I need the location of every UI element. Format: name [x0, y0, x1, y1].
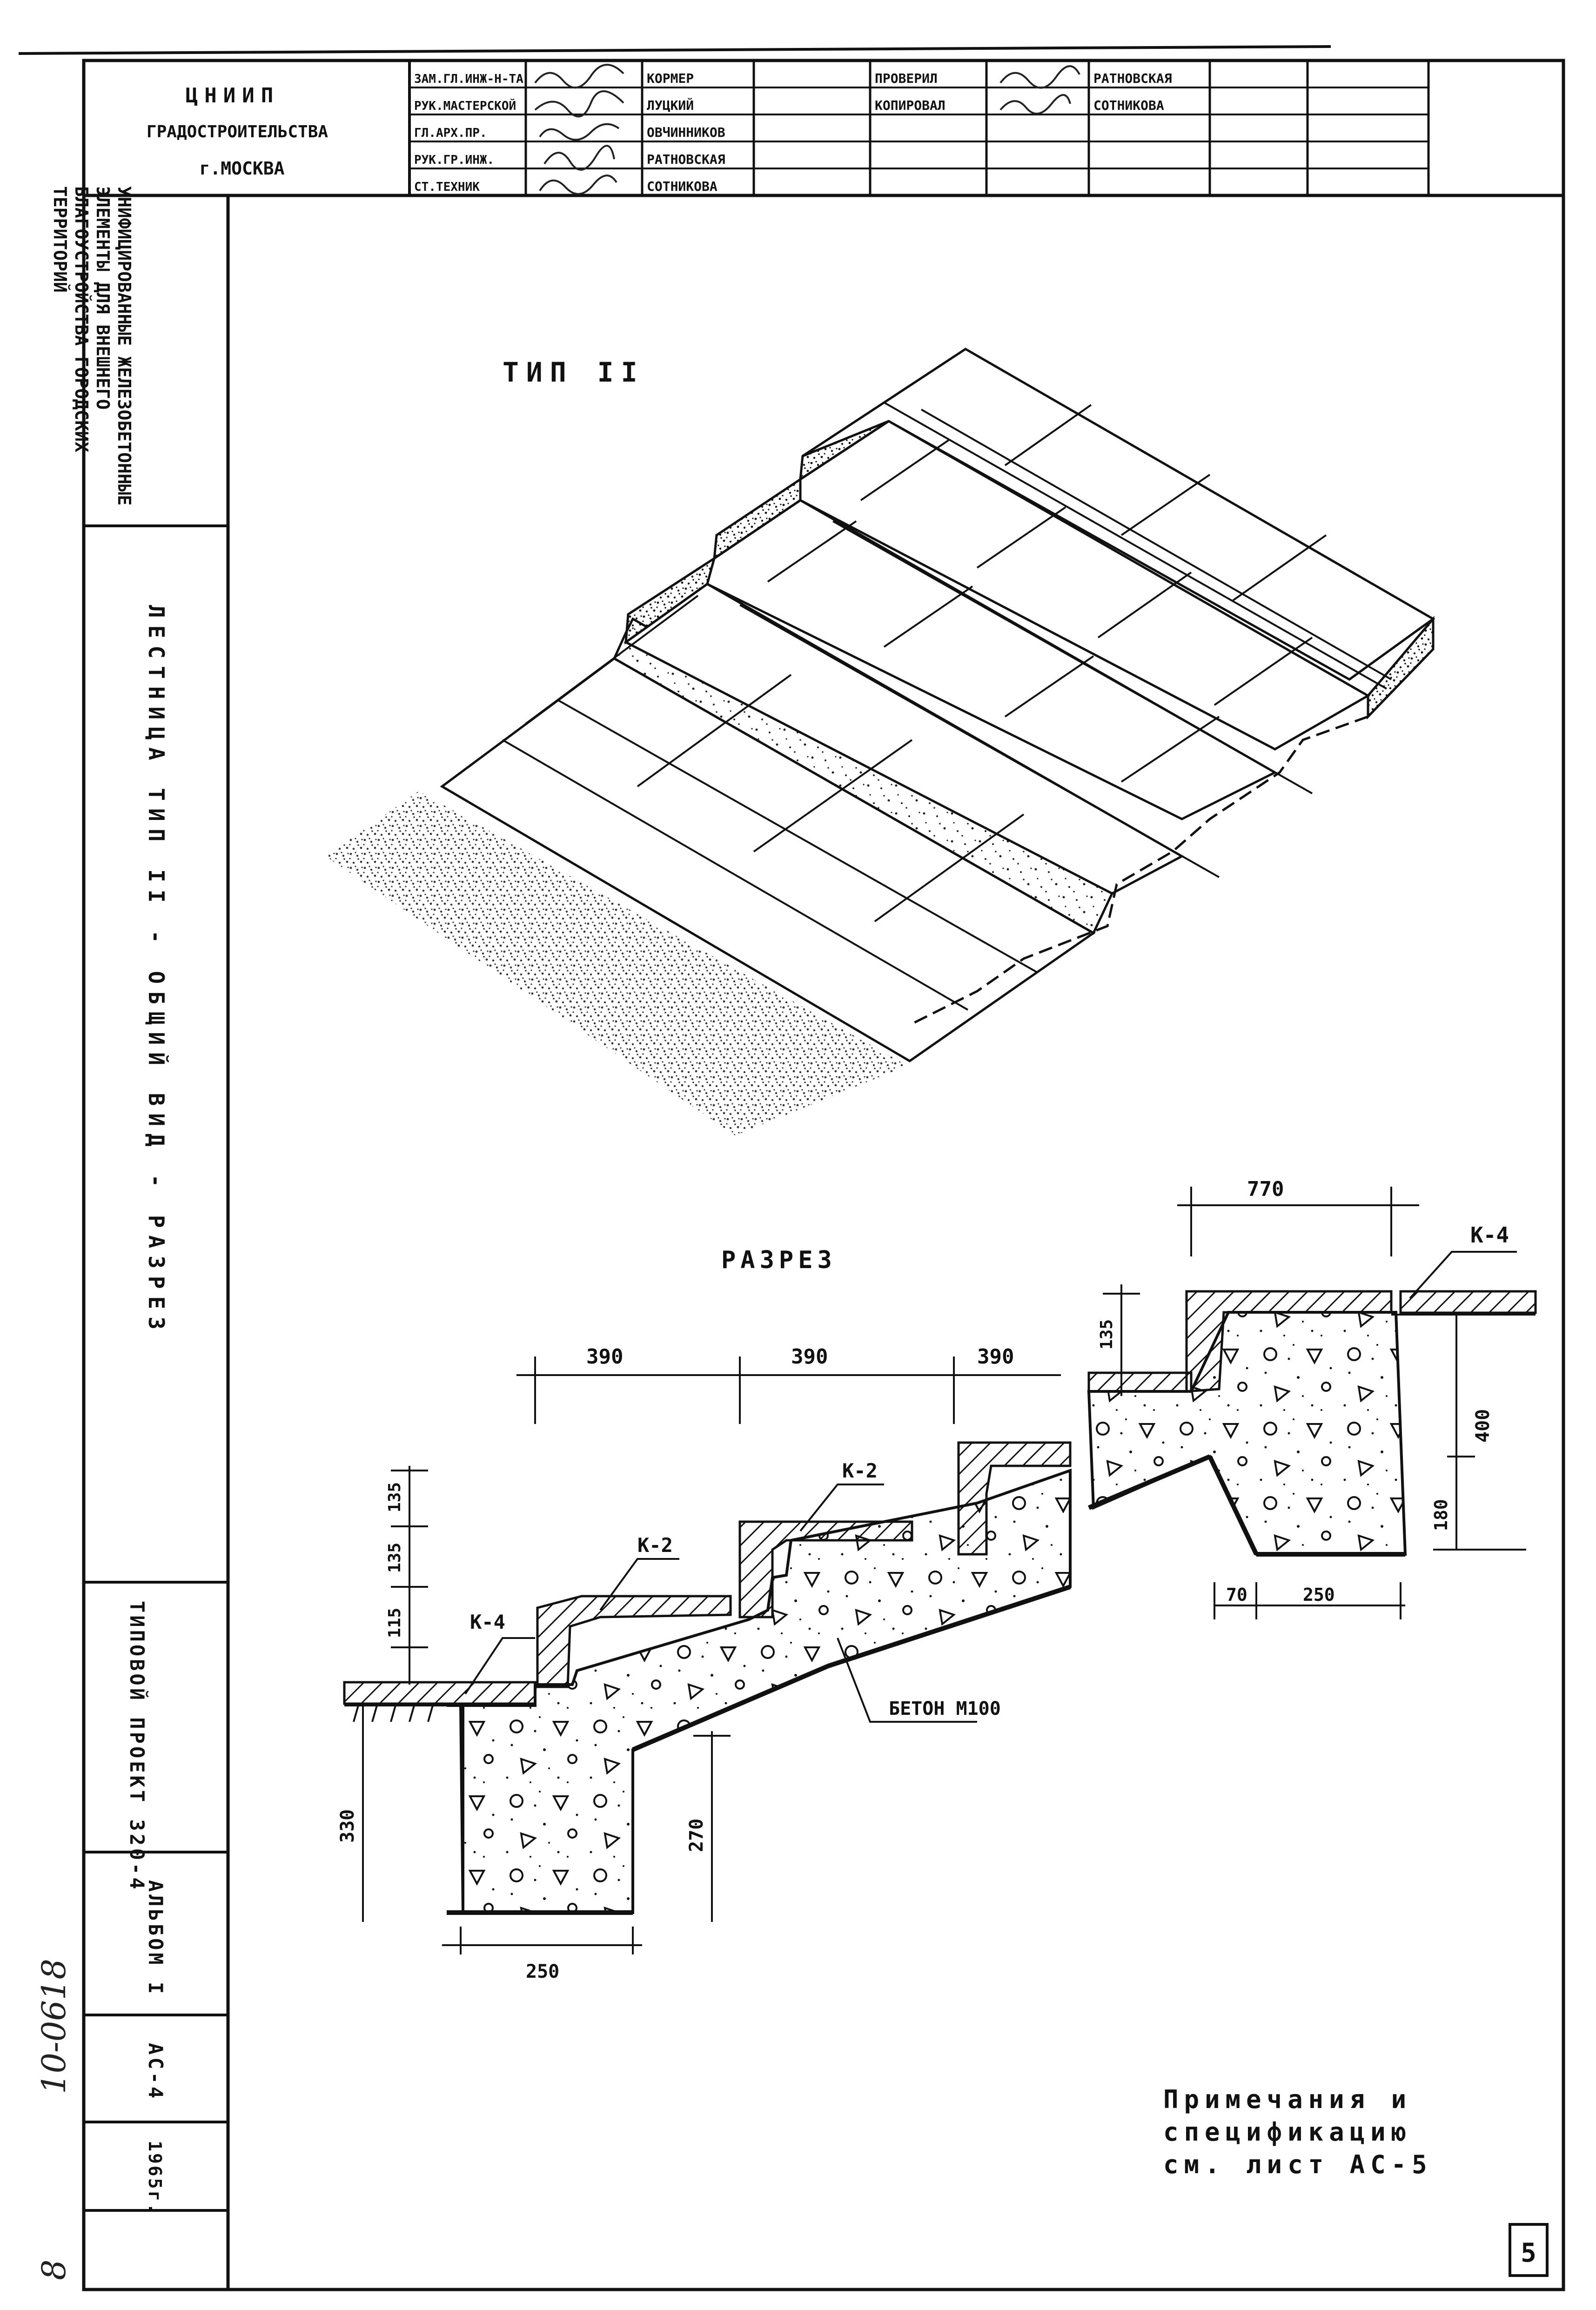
role-1: ЗАМ.ГЛ.ИНЖ-Н-ТА [414, 72, 523, 86]
outer-border [82, 59, 1565, 2291]
note-line-2: спецификацию [1163, 2117, 1412, 2147]
role-4: РУК.ГР.ИНЖ. [414, 153, 494, 167]
section-view: РАЗРЕЗ [337, 1177, 1537, 1982]
label-k2-a: К-2 [637, 1534, 673, 1557]
dim-330: 330 [337, 1809, 358, 1843]
side-subject-box: УНИФИЦИРОВАННЫЕ ЖЕЛЕЗОБЕТОННЫЕ ЭЛЕМЕНТЫ … [50, 186, 134, 506]
name-4: РАТНОВСКАЯ [647, 152, 725, 167]
org-line3: г.МОСКВА [199, 158, 284, 179]
sheet-number-box [1509, 2223, 1549, 2277]
role-5: СТ.ТЕХНИК [414, 180, 480, 194]
signature-1 [534, 64, 624, 89]
sheet-frame [18, 45, 1565, 2291]
role-3: ГЛ.АРХ.ПР. [414, 126, 487, 140]
dim-390-b: 390 [791, 1345, 828, 1369]
dim-390-a: 390 [586, 1345, 623, 1369]
section-step-slab-1 [536, 1595, 732, 1688]
section-slab-k4-left [343, 1681, 536, 1705]
check-signature-2 [999, 94, 1071, 115]
signature-3 [539, 123, 620, 141]
role-2: РУК.МАСТЕРСКОЙ [414, 98, 516, 113]
inventory-number: 10-0618 [35, 1959, 73, 2094]
dim-115: 115 [385, 1608, 404, 1638]
section-ground-hatch-left [344, 1705, 447, 1722]
dim-top-250: 250 [1303, 1585, 1335, 1605]
check-role-1: ПРОВЕРИЛ [875, 71, 938, 86]
side-sheet-code: АС-4 [144, 2043, 167, 2101]
label-concrete: БЕТОН М100 [889, 1698, 1001, 1719]
section-dimensions [362, 1187, 1526, 1954]
section-step-slab-2 [738, 1520, 913, 1618]
note-line-1: Примечания и [1163, 2085, 1412, 2114]
label-k2-b: К-2 [842, 1459, 878, 1482]
side-year: 1965г. [145, 2141, 165, 2216]
dim-top-400: 400 [1472, 1409, 1494, 1443]
iso-top-edge [1367, 616, 1435, 720]
name-1: КОРМЕР [647, 71, 694, 86]
dim-270: 270 [686, 1819, 707, 1852]
dim-770: 770 [1247, 1177, 1284, 1201]
name-2: ЛУЦКИЙ [647, 97, 694, 113]
check-signature-1 [999, 65, 1080, 89]
dim-250: 250 [526, 1961, 559, 1982]
dim-135-b: 135 [385, 1543, 404, 1573]
isometric-view: ТИП II [326, 348, 1435, 1135]
section-concrete-bottom [447, 1585, 1071, 1915]
label-k4-top: К-4 [1470, 1222, 1509, 1248]
dim-top-135: 135 [1097, 1319, 1116, 1350]
side-project: ТИПОВОЙ ПРОЕКТ 320-4 [126, 1601, 149, 1892]
side-sheet-title: ЛЕСТНИЦА ТИП II - ОБЩИЙ ВИД - РАЗРЕЗ [144, 605, 169, 1337]
org-line2: ГРАДОСТРОИТЕЛЬСТВА [147, 122, 328, 141]
dim-390-c: 390 [977, 1345, 1014, 1369]
label-leaders [464, 1251, 1517, 1723]
check-role-2: КОПИРОВАЛ [875, 98, 946, 113]
title-block: ЦНИИП ГРАДОСТРОИТЕЛЬСТВА г.МОСКВА ЗАМ.ГЛ… [147, 60, 1430, 195]
section-step-slab-3 [957, 1441, 1072, 1556]
org-line1: ЦНИИП [186, 84, 280, 107]
iso-ground [326, 791, 907, 1135]
section-title: РАЗРЕЗ [721, 1246, 837, 1274]
page-mark: 8 [35, 2259, 73, 2280]
note-line-3: см. лист АС-5 [1163, 2150, 1433, 2179]
name-5: СОТНИКОВА [647, 179, 718, 194]
check-name-1: РАТНОВСКАЯ [1093, 71, 1172, 86]
top-cut-line [18, 45, 1331, 55]
signature-4 [543, 145, 615, 171]
side-album: АЛЬБОМ I [144, 1880, 167, 1996]
iso-break-line [911, 715, 1368, 1025]
check-name-2: СОТНИКОВА [1093, 98, 1164, 113]
signature-2 [534, 90, 624, 118]
section-top-concrete [1087, 1311, 1407, 1556]
sheet-number: 5 [1521, 2238, 1536, 2268]
notes-block: Примечания и спецификацию см. лист АС-5 [1163, 2085, 1433, 2179]
section-slab-k4-top [1399, 1290, 1537, 1314]
label-k4-left: К-4 [470, 1611, 505, 1633]
dim-top-70: 70 [1226, 1585, 1247, 1605]
iso-tile-joints [502, 402, 1392, 1011]
section-top-step-slab [1087, 1371, 1193, 1393]
dim-135-a: 135 [385, 1482, 404, 1512]
signature-5 [539, 175, 617, 195]
dim-top-180: 180 [1431, 1499, 1451, 1531]
side-subject: УНИФИЦИРОВАННЫЕ ЖЕЛЕЗОБЕТОННЫЕ ЭЛЕМЕНТЫ … [50, 186, 134, 506]
side-column: УНИФИЦИРОВАННЫЕ ЖЕЛЕЗОБЕТОННЫЕ ЭЛЕМЕНТЫ … [35, 186, 169, 2280]
name-3: ОВЧИННИКОВ [647, 125, 725, 140]
iso-title: ТИП II [503, 356, 645, 388]
